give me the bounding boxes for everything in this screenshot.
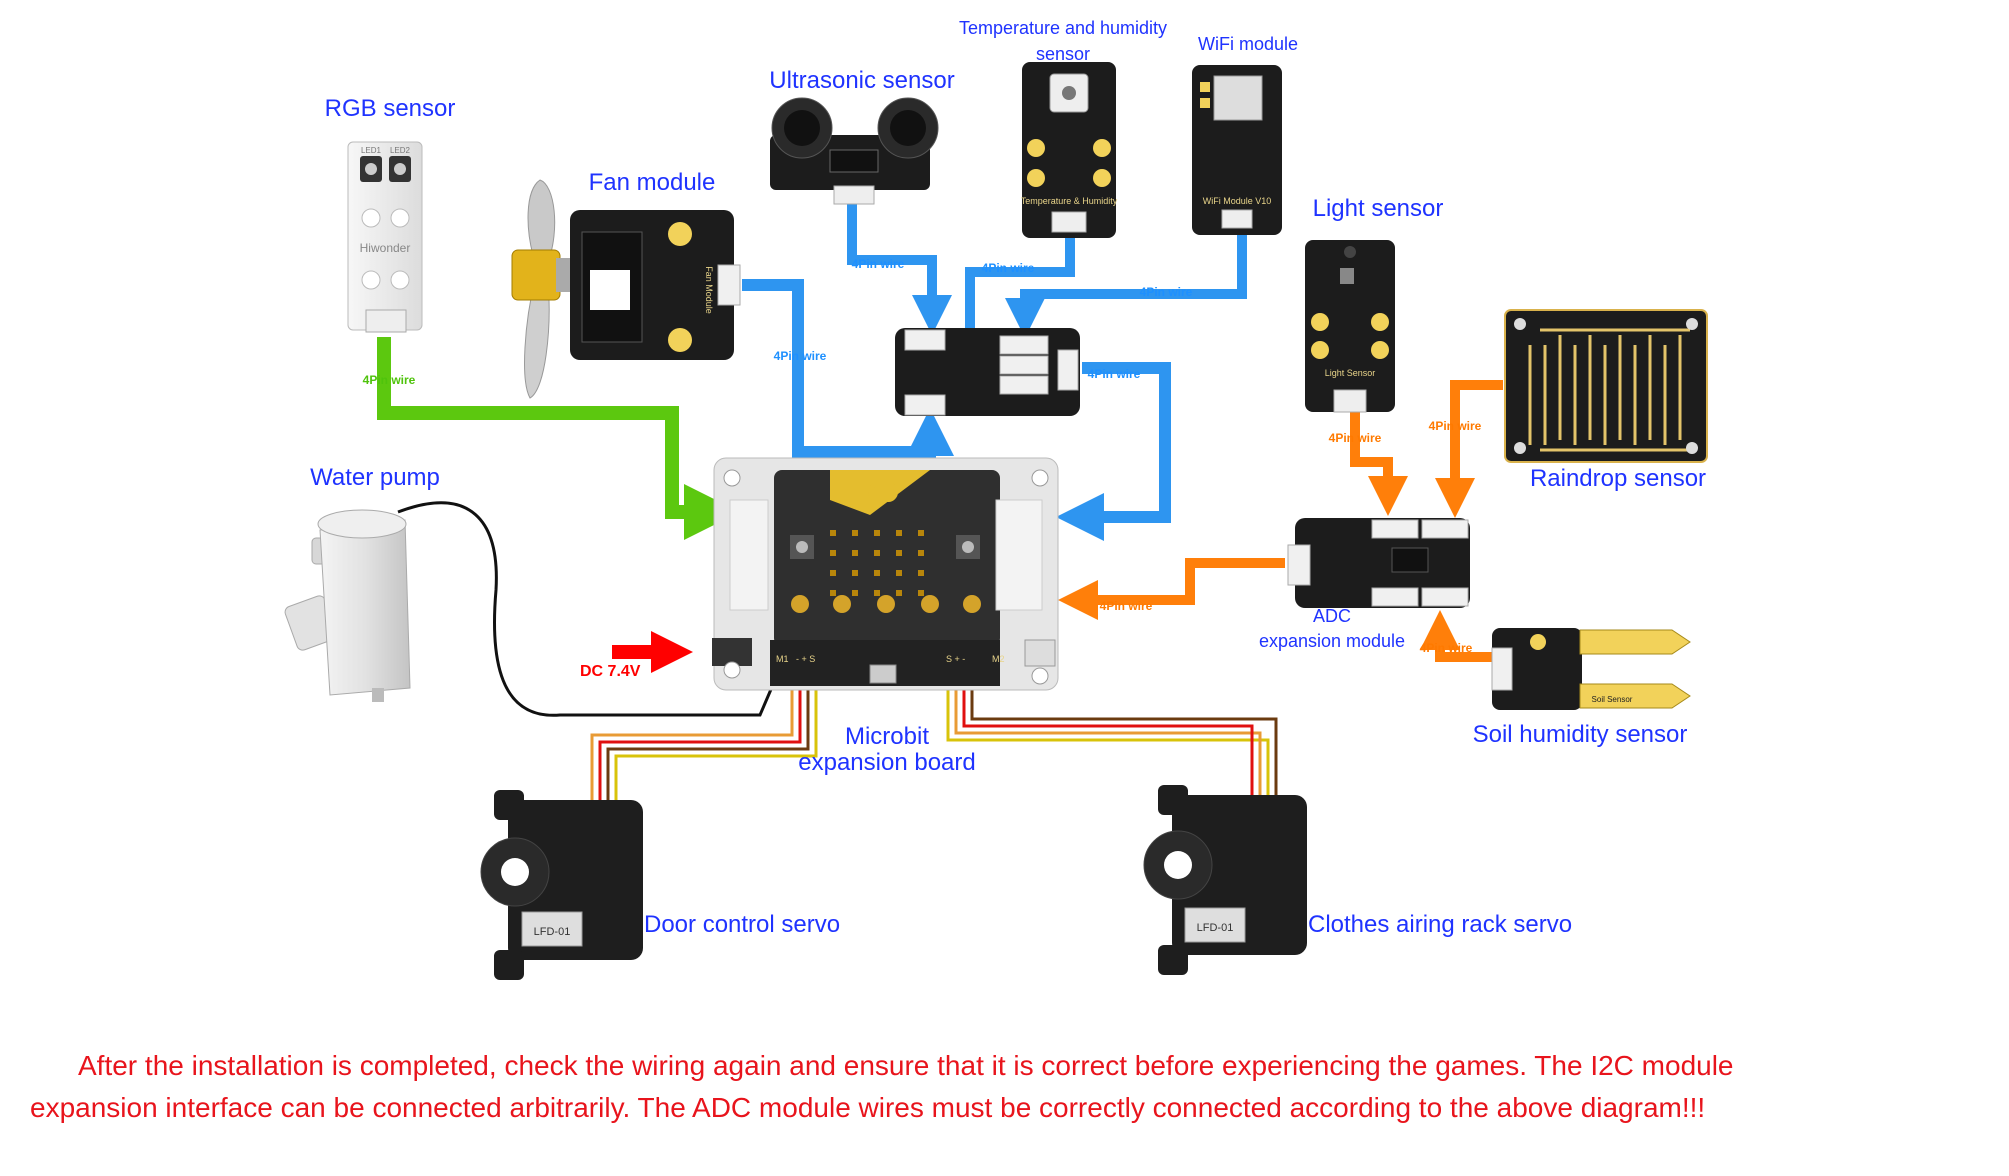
raindrop-wire-label: 4Pin wire	[1429, 419, 1482, 433]
pump-wire	[397, 501, 777, 717]
microbit-label-1: Microbit	[845, 723, 929, 750]
wifi-module-text: WiFi Module V10	[1203, 196, 1272, 206]
ultrasonic-sensor-label: Ultrasonic sensor	[769, 67, 954, 94]
fan-propeller-icon	[511, 179, 572, 399]
fan-wire	[742, 279, 954, 458]
rgb-sensor: Hiwonder LED1 LED2	[347, 141, 423, 333]
ultrasonic-wire	[847, 200, 952, 335]
fan-module-label: Fan module	[589, 169, 716, 196]
door-servo-wires	[590, 665, 818, 803]
soil-wire-label: 4Pin wire	[1420, 641, 1473, 655]
wifi-module: WiFi Module V10	[1192, 65, 1282, 235]
servo-icon: LFD-01	[1143, 785, 1307, 975]
microbit-expansion-board: M1 M2 - + S S + -	[712, 457, 1059, 691]
board-pins-right: S + -	[946, 654, 965, 664]
microbit-label-2: expansion board	[798, 749, 975, 776]
soil-wire	[1420, 610, 1495, 662]
board-pins-left: - + S	[796, 654, 815, 664]
raindrop-wire	[1435, 380, 1503, 518]
raindrop-sensor	[1504, 309, 1708, 463]
adc-expansion-module	[1287, 518, 1470, 608]
adc-label-2: expansion module	[1259, 631, 1405, 651]
adc-label-1: ADC	[1313, 606, 1351, 626]
rgb-wire	[377, 337, 740, 540]
rgb-led1-text: LED1	[361, 146, 382, 155]
soil-sensor-label: Soil humidity sensor	[1473, 721, 1688, 748]
light-wire	[1350, 412, 1408, 516]
servo-icon: LFD-01	[480, 790, 643, 980]
soil-module-text: Soil Sensor	[1592, 695, 1633, 704]
ultrasonic-sensor	[770, 97, 939, 205]
rgb-brand-text: Hiwonder	[360, 241, 411, 255]
wifi-module-label: WiFi module	[1198, 34, 1298, 54]
temp-module-text: Temperature & Humidity	[1021, 196, 1118, 206]
temp-humidity-sensor: Temperature & Humidity	[1021, 62, 1118, 238]
raindrop-sensor-label: Raindrop sensor	[1530, 465, 1706, 492]
temp-wire-label: 4Pin wire	[982, 261, 1035, 275]
hub-out-wire-label: 4Pin wire	[1088, 367, 1141, 381]
wifi-wire	[1005, 230, 1247, 338]
rgb-sensor-label: RGB sensor	[325, 95, 456, 122]
board-m1-text: M1	[776, 654, 789, 664]
door-servo-label: Door control servo	[644, 911, 840, 938]
fan-module: Fan Module	[570, 210, 741, 360]
light-wire-label: 4Pin wire	[1329, 431, 1382, 445]
servo-model-left: LFD-01	[534, 926, 571, 938]
i2c-hub	[895, 328, 1080, 416]
wifi-wire-label: 4Pin wire	[1140, 285, 1193, 299]
rgb-wire-label: 4Pin wire	[363, 373, 416, 387]
light-sensor-label: Light sensor	[1313, 195, 1444, 222]
warning-note-line-1: After the installation is completed, che…	[78, 1050, 1734, 1081]
board-m2-text: M2	[992, 654, 1005, 664]
hub-out-wire	[1056, 362, 1171, 541]
light-sensor: Light Sensor	[1305, 240, 1395, 413]
temp-sensor-label-1: Temperature and humidity	[959, 18, 1167, 38]
adc-out-wire-label: 4Pin wire	[1100, 599, 1153, 613]
fan-module-text: Fan Module	[704, 266, 714, 314]
adc-out-wire	[1058, 558, 1285, 620]
rack-servo-label: Clothes airing rack servo	[1308, 911, 1572, 938]
rgb-led2-text: LED2	[390, 146, 411, 155]
ultrasonic-wire-label: 4Pin wire	[852, 257, 905, 271]
fan-wire-label: 4Pin wire	[774, 349, 827, 363]
warning-note-line-2: expansion interface can be connected arb…	[30, 1092, 1706, 1123]
light-module-text: Light Sensor	[1325, 368, 1376, 378]
water-pump-label: Water pump	[310, 464, 440, 491]
soil-humidity-sensor: Soil Sensor	[1491, 628, 1691, 710]
temp-sensor-label-2: sensor	[1036, 44, 1090, 64]
water-pump-icon	[284, 509, 411, 702]
rack-servo-wires	[946, 665, 1278, 800]
servo-model-right: LFD-01	[1197, 922, 1234, 934]
dc-voltage-label: DC 7.4V	[580, 663, 641, 680]
